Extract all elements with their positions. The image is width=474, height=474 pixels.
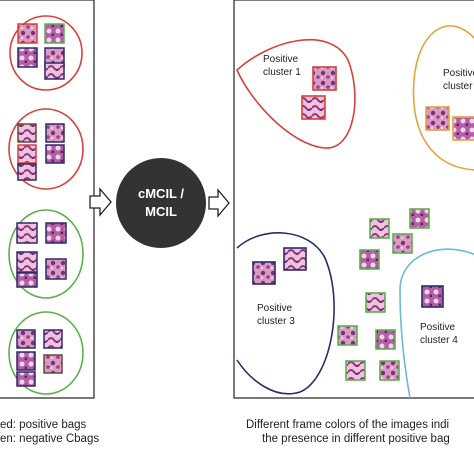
cluster-2-label-line1: Positive	[443, 68, 474, 79]
tissue-image-tile	[337, 325, 358, 346]
tissue-image-tile	[16, 371, 36, 387]
tissue-image-tile	[375, 329, 396, 350]
tissue-image-tile	[369, 218, 390, 239]
arrow-right-icon	[89, 187, 112, 217]
tissue-image-tile	[45, 144, 65, 164]
tissue-image-tile	[283, 247, 307, 271]
negative-image-scatter	[337, 208, 430, 381]
tissue-image-tile	[452, 116, 474, 141]
tissue-image-tile	[44, 62, 65, 80]
right-caption-line1: Different frame colors of the images ind…	[246, 419, 449, 431]
tissue-image-tile	[45, 123, 65, 143]
tissue-image-tile	[312, 66, 337, 91]
positive-cluster-1: Positive cluster 1	[236, 39, 356, 149]
tissue-image-tile	[16, 351, 36, 371]
cluster-1-label-line2: cluster 1	[263, 67, 301, 78]
cluster-2-label-line2: cluster	[443, 81, 473, 92]
tissue-image-tile	[379, 360, 400, 381]
cluster-3-label-line2: cluster 3	[257, 316, 295, 327]
cluster-1-label-line1: Positive	[263, 54, 298, 65]
tissue-image-tile	[16, 251, 38, 273]
left-caption-line2: en: negative Cbags	[0, 433, 99, 445]
tissue-image-tile	[252, 261, 276, 285]
negative-bag-2	[8, 311, 84, 395]
node-label-line2: MCIL	[145, 204, 177, 219]
positive-cluster-2: Positive cluster	[412, 25, 474, 171]
tissue-image-tile	[16, 272, 38, 288]
arrow-right-icon	[208, 188, 230, 218]
tissue-image-tile	[425, 106, 450, 131]
left-caption-line1: ed: positive bags	[0, 419, 87, 431]
tissue-image-tile	[359, 249, 380, 270]
tissue-image-tile	[17, 123, 37, 143]
tissue-image-tile	[301, 95, 326, 120]
clusters-panel-frame	[233, 0, 474, 399]
positive-cluster-4: Positive cluster 4	[399, 248, 474, 399]
node-label-line1: cMCIL /	[138, 186, 184, 201]
tissue-image-tile	[421, 285, 444, 308]
positive-cluster-3: Positive cluster 3	[236, 232, 335, 395]
tissue-image-tile	[365, 292, 386, 313]
cluster-4-label-line1: Positive	[420, 322, 455, 333]
tissue-image-tile	[43, 354, 63, 374]
positive-bag-2	[8, 108, 84, 190]
tissue-image-tile	[16, 329, 36, 349]
cluster-3-label-line1: Positive	[257, 303, 292, 314]
cmcil-mcil-node: cMCIL / MCIL	[116, 158, 206, 248]
tissue-image-tile	[17, 144, 37, 164]
right-caption-line2: the presence in different positive bag	[262, 433, 450, 445]
tissue-image-tile	[44, 23, 65, 44]
positive-bag-1	[9, 15, 83, 91]
tissue-image-tile	[16, 222, 38, 244]
tissue-image-tile	[45, 258, 67, 280]
tissue-image-tile	[17, 47, 38, 68]
tissue-image-tile	[345, 360, 366, 381]
tissue-image-tile	[409, 208, 430, 229]
tissue-image-tile	[45, 222, 67, 244]
tissue-image-tile	[43, 329, 63, 349]
tissue-image-tile	[392, 233, 413, 254]
negative-bag-1	[8, 209, 84, 299]
tissue-image-tile	[17, 23, 38, 44]
tissue-image-tile	[17, 163, 37, 181]
cluster-4-label-line2: cluster 4	[420, 335, 458, 346]
